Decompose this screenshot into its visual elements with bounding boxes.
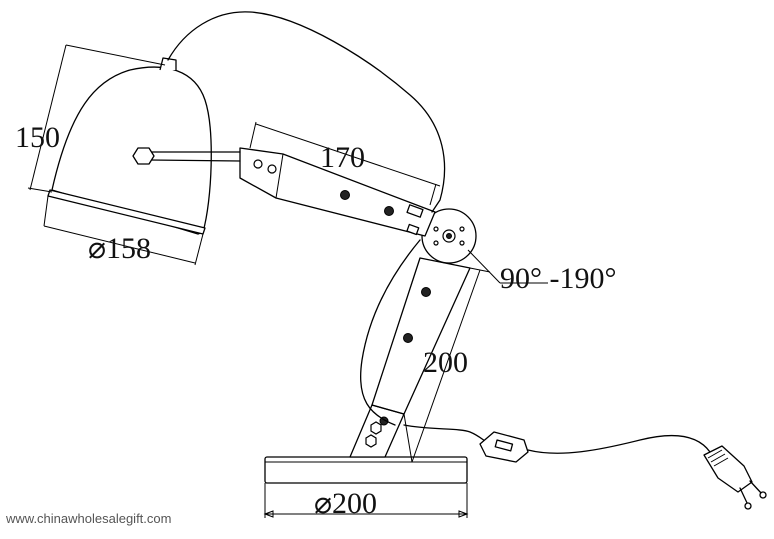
lamp-shade: [47, 57, 241, 235]
lower-arm: [349, 257, 471, 458]
lower-arm-length-label: 200: [423, 346, 468, 379]
power-plug: [703, 445, 767, 510]
joint-angle-label: 90° -190°: [500, 262, 616, 295]
arm-joint: [421, 208, 477, 264]
shade-diameter-dimension: ⌀158: [43, 195, 204, 266]
upper-arm-dimension: 170: [249, 121, 441, 206]
lower-arm-dimension: 200: [403, 267, 491, 463]
shade-height-label: 150: [15, 121, 60, 154]
upper-arm: [239, 147, 436, 237]
base-diameter-dimension: ⌀200: [263, 483, 469, 520]
shade-diameter-label: ⌀158: [88, 232, 151, 265]
lamp-base: [264, 456, 468, 484]
power-cable: [167, 11, 711, 463]
shade-height-dimension: 150: [15, 44, 166, 193]
joint-angle-annotation: 90° -190°: [467, 249, 616, 295]
upper-arm-length-label: 170: [320, 141, 365, 174]
base-diameter-label: ⌀200: [314, 487, 377, 520]
watermark-text: www.chinawholesalegift.com: [5, 511, 171, 526]
